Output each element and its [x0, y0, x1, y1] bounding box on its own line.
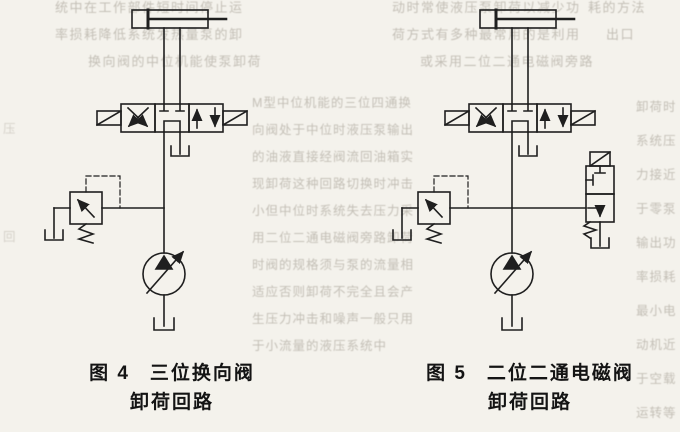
- bleedthrough-text: 最小电: [636, 304, 677, 318]
- figure5-subtitle: 卸荷回路: [487, 392, 572, 413]
- figure4-title: 三位换向阀: [149, 363, 255, 384]
- bleedthrough-text: 统中在工作部件短时间停止运: [55, 0, 244, 15]
- pilot-line-dashed: [85, 175, 121, 209]
- tank-icon: [44, 229, 64, 241]
- directional-valve-3pos-symbol: [443, 103, 597, 133]
- bleedthrough-text: 荷方式有多种最常用的是利用: [392, 27, 581, 42]
- bleedthrough-text: 耗的方法: [588, 0, 647, 15]
- bleedthrough-text: M型中位机能的三位四通换: [252, 96, 412, 110]
- relief-valve-symbol: [392, 175, 513, 244]
- bleedthrough-text: 换向阀的中位机能使泵卸荷: [88, 54, 263, 69]
- bleedthrough-text: 系统压: [636, 134, 677, 148]
- bleedthrough-text: 输出功: [636, 236, 677, 250]
- bleedthrough-text: 生压力冲击和噪声一般只用: [252, 312, 415, 326]
- bleedthrough-text: 卸荷时: [636, 100, 677, 114]
- bleedthrough-text: 回: [3, 230, 17, 244]
- solenoid-icon: [221, 109, 249, 127]
- solenoid-icon: [569, 109, 597, 127]
- figure5-caption: 图 5 二位二通电磁阀 卸荷回路: [390, 362, 670, 415]
- bleedthrough-text: 运转等: [636, 406, 677, 420]
- bleedthrough-text: 出口: [606, 27, 636, 42]
- bleedthrough-text: 力接近: [636, 168, 677, 182]
- bleedthrough-text: 用二位二通电磁阀旁路卸荷: [252, 231, 415, 245]
- bleedthrough-text: 率损耗: [636, 270, 677, 284]
- bleedthrough-text: 适应否则卸荷不完全且会产: [252, 285, 415, 299]
- variable-pump-symbol: [142, 250, 186, 296]
- figure4-subtitle: 卸荷回路: [129, 392, 214, 413]
- bleedthrough-text: 的油液直接经阀流回油箱实: [252, 150, 415, 164]
- solenoid-valve-2-2-symbol: [511, 150, 615, 249]
- tank-icon: [501, 317, 523, 331]
- bleedthrough-text: 于小流量的液压系统中: [252, 339, 388, 353]
- bleedthrough-text: 或采用二位二通电磁阀旁路: [420, 54, 595, 69]
- figure4-label: 图 4: [89, 363, 130, 384]
- relief-valve-symbol: [44, 175, 165, 244]
- bleedthrough-text: 率损耗降低系统发热量泵的卸: [55, 27, 244, 42]
- figure4-caption: 图 4 三位换向阀 卸荷回路: [52, 362, 292, 415]
- hydraulic-cylinder-symbol: [131, 8, 228, 30]
- spring-icon: [582, 220, 599, 240]
- tank-icon: [153, 317, 175, 331]
- spring-icon: [76, 222, 96, 244]
- tank-icon: [392, 229, 412, 241]
- tank-icon: [518, 145, 538, 157]
- bleedthrough-text: 动机近: [636, 338, 677, 352]
- bleedthrough-text: 动时常使液压泵卸荷以减少功: [392, 0, 581, 15]
- figure5-label: 图 5: [426, 363, 467, 384]
- spring-icon: [424, 222, 444, 244]
- bleedthrough-text: 于空载: [636, 372, 677, 386]
- bleedthrough-text: 现卸荷这种回路切换时冲击: [252, 177, 415, 191]
- tank-icon: [590, 237, 610, 249]
- fig4-diagram: [44, 8, 249, 331]
- hydraulic-cylinder-symbol: [479, 8, 576, 30]
- pilot-line-dashed: [433, 175, 469, 209]
- solenoid-icon: [588, 150, 612, 168]
- tank-icon: [170, 145, 190, 157]
- bleedthrough-text: 时阀的规格须与泵的流量相: [252, 258, 415, 272]
- bleedthrough-text: 压: [3, 122, 17, 136]
- bleedthrough-text: 小但中位时系统失去压力采: [252, 204, 415, 218]
- bleedthrough-text: 向阀处于中位时液压泵输出: [252, 123, 415, 137]
- directional-valve-3pos-symbol: [95, 103, 249, 133]
- solenoid-icon: [443, 109, 471, 127]
- bleedthrough-text: 于零泵: [636, 202, 677, 216]
- variable-pump-symbol: [490, 250, 534, 296]
- solenoid-icon: [95, 109, 123, 127]
- figure5-title: 二位二通电磁阀: [486, 363, 634, 384]
- fig5-diagram: [392, 8, 615, 331]
